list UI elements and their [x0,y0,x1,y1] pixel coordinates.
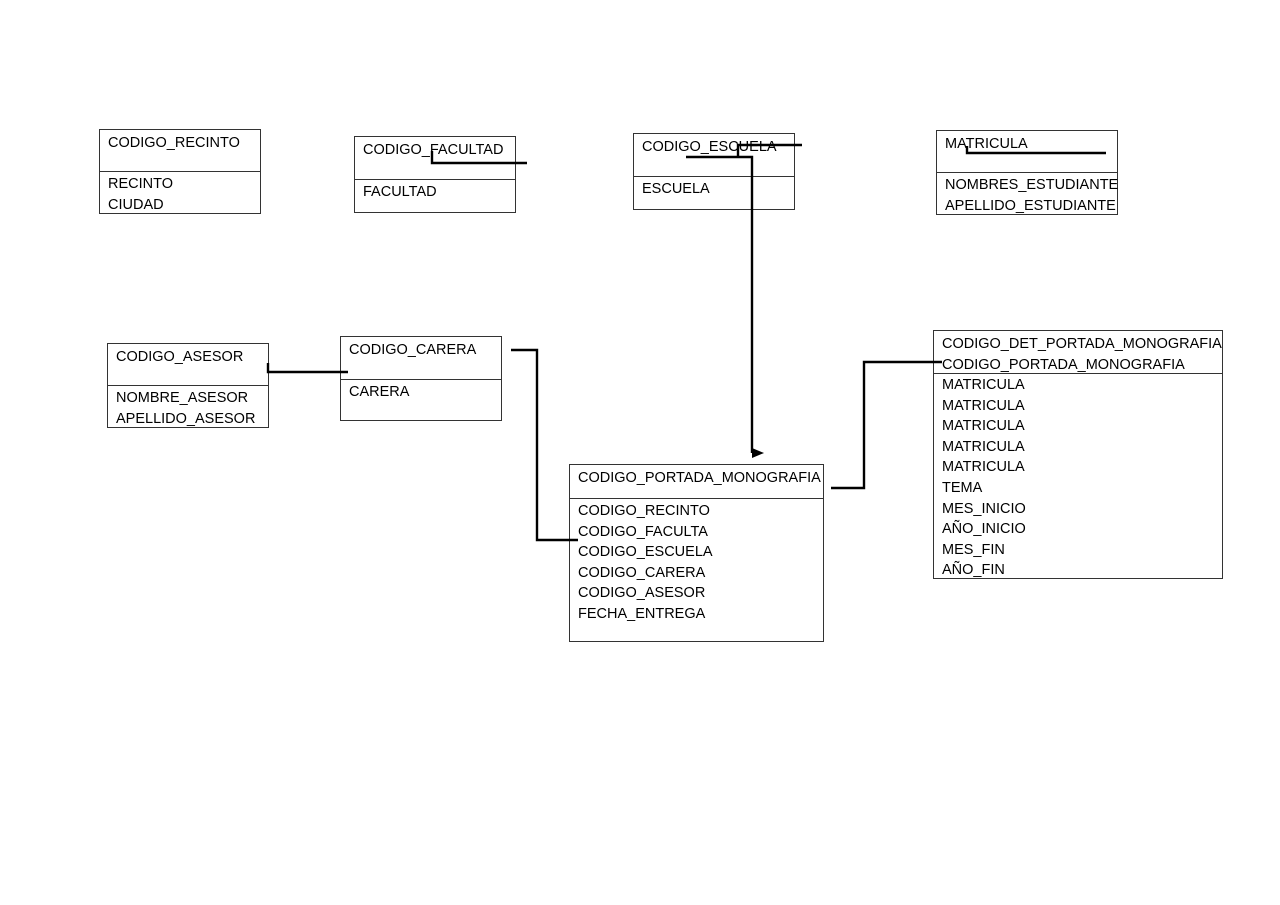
field: MATRICULA [942,377,1025,393]
entity-det-portada-monografia[interactable]: CODIGO_DET_PORTADA_MONOGRAFIA CODIGO_POR… [933,330,1223,579]
entity-estudiante[interactable]: MATRICULA NOMBRES_ESTUDIANTE APELLIDO_ES… [936,130,1118,215]
key-field: CODIGO_ASESOR [116,349,244,365]
field: CODIGO_FACULTA [578,523,708,540]
key-field: CODIGO_DET_PORTADA_MONOGRAFIA [942,336,1222,352]
field: APELLIDO_ASESOR [116,410,256,427]
key-field: CODIGO_FACULTAD [363,142,504,158]
entity-recinto-body: RECINTO CIUDAD [100,172,260,215]
entity-recinto[interactable]: CODIGO_RECINTO RECINTO CIUDAD [99,129,261,214]
entity-asesor-header: CODIGO_ASESOR [108,344,268,386]
field: CARERA [349,384,410,400]
key-field: CODIGO_PORTADA_MONOGRAFIA [942,356,1185,373]
entity-escuela-body: ESCUELA [634,177,794,200]
key-field: CODIGO_ESCUELA [642,139,777,155]
field: MATRICULA [942,438,1025,455]
entity-facultad-header: CODIGO_FACULTAD [355,137,515,180]
entity-det-portada-monografia-body: MATRICULA MATRICULA MATRICULA MATRICULA … [934,374,1222,581]
entity-asesor[interactable]: CODIGO_ASESOR NOMBRE_ASESOR APELLIDO_ASE… [107,343,269,428]
field: TEMA [942,479,983,496]
field: CODIGO_ASESOR [578,585,706,602]
entity-escuela-header: CODIGO_ESCUELA [634,134,794,177]
entity-portada-monografia[interactable]: CODIGO_PORTADA_MONOGRAFIA CODIGO_RECINTO… [569,464,824,642]
field: RECINTO [108,176,173,192]
field: MATRICULA [942,418,1025,435]
field: ESCUELA [642,181,710,197]
entity-estudiante-header: MATRICULA [937,131,1117,173]
key-field: CODIGO_CARERA [349,342,477,358]
key-field: CODIGO_PORTADA_MONOGRAFIA [578,470,821,486]
arrow-head [752,448,764,458]
key-field: MATRICULA [945,136,1028,152]
entity-carrera-header: CODIGO_CARERA [341,337,501,380]
connector-asesor-carrera [266,363,348,374]
entity-estudiante-body: NOMBRES_ESTUDIANTE APELLIDO_ESTUDIANTE [937,173,1119,216]
field: FACULTAD [363,184,437,200]
field: NOMBRE_ASESOR [116,390,249,406]
key-field: CODIGO_RECINTO [108,135,240,151]
entity-recinto-header: CODIGO_RECINTO [100,130,260,172]
field: AÑO_FIN [942,562,1005,579]
field: MATRICULA [942,397,1025,414]
entity-portada-monografia-body: CODIGO_RECINTO CODIGO_FACULTA CODIGO_ESC… [570,499,823,625]
connector-portada-detalle [831,360,942,490]
connector-carrera-portada [511,348,578,542]
entity-det-portada-monografia-header: CODIGO_DET_PORTADA_MONOGRAFIA CODIGO_POR… [934,331,1222,374]
entity-facultad-body: FACULTAD [355,180,515,203]
field: FECHA_ENTREGA [578,605,706,622]
entity-escuela[interactable]: CODIGO_ESCUELA ESCUELA [633,133,795,210]
entity-carrera[interactable]: CODIGO_CARERA CARERA [340,336,502,421]
entity-portada-monografia-header: CODIGO_PORTADA_MONOGRAFIA [570,465,823,499]
field: NOMBRES_ESTUDIANTE [945,177,1119,193]
field: AÑO_INICIO [942,521,1026,538]
entity-facultad[interactable]: CODIGO_FACULTAD FACULTAD [354,136,516,213]
entity-asesor-body: NOMBRE_ASESOR APELLIDO_ASESOR [108,386,268,429]
field: MATRICULA [942,459,1025,476]
entity-carrera-body: CARERA [341,380,501,403]
field: APELLIDO_ESTUDIANTE [945,197,1116,214]
field: CODIGO_CARERA [578,564,706,581]
field: MES_FIN [942,541,1005,558]
field: CIUDAD [108,196,164,213]
field: CODIGO_ESCUELA [578,544,713,561]
field: MES_INICIO [942,500,1026,517]
field: CODIGO_RECINTO [578,503,710,519]
